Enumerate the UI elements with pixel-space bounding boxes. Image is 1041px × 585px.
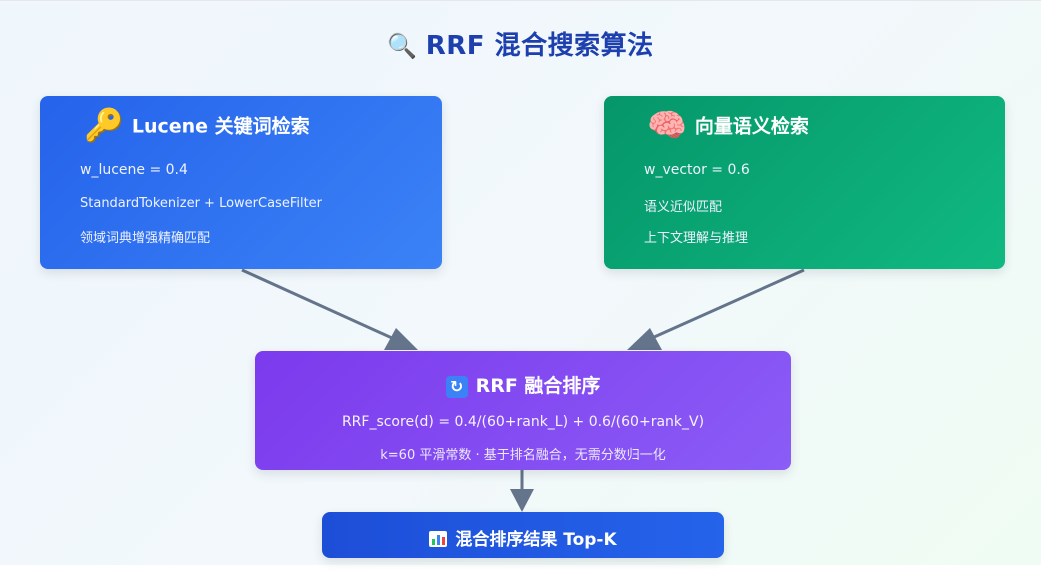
vector-semantic-box: 🧠 向量语义检索 w_vector = 0.6 语义近似匹配 上下文理解与推理: [604, 96, 1005, 269]
lucene-keyword-box: 🔑 Lucene 关键词检索 w_lucene = 0.4 StandardTok…: [40, 96, 442, 269]
arrow-vector-to-rrf: [627, 268, 805, 350]
rrf-box-header: ↻ RRF 融合排序: [255, 371, 791, 398]
vector-box-title: 向量语义检索: [694, 115, 809, 138]
vector-context: 上下文理解与推理: [644, 231, 749, 246]
rrf-note: k=60 平滑常数 · 基于排名融合，无需分数归一化: [380, 448, 666, 463]
flow-arrows: [241, 268, 805, 512]
vector-box-header: 🧠 向量语义检索: [647, 106, 809, 144]
bar-chart-icon: [429, 531, 448, 547]
magnifier-icon: 🔍: [387, 32, 418, 60]
brain-icon: 🧠: [647, 106, 687, 144]
arrow-rrf-to-result: [510, 470, 534, 512]
key-icon: 🔑: [84, 106, 124, 144]
lucene-box-title: Lucene 关键词检索: [131, 115, 310, 138]
refresh-icon: ↻: [445, 375, 468, 398]
result-header: 混合排序结果 Top-K: [322, 525, 724, 550]
lucene-dictionary: 领域词典增强精确匹配: [80, 231, 211, 246]
diagram-title: 🔍RRF 混合搜索算法: [0, 25, 1041, 62]
result-label: 混合排序结果 Top-K: [455, 530, 617, 550]
rrf-fusion-box: ↻ RRF 融合排序 RRF_score(d) = 0.4/(60+rank_L)…: [255, 351, 791, 470]
lucene-box-header: 🔑 Lucene 关键词检索: [84, 106, 310, 144]
rrf-box-title: RRF 融合排序: [475, 375, 601, 397]
lucene-weight: w_lucene = 0.4: [80, 162, 188, 178]
arrow-lucene-to-rrf: [241, 268, 418, 350]
vector-weight: w_vector = 0.6: [644, 162, 750, 178]
diagram-canvas: 🔍RRF 混合搜索算法 🔑 Lucene 关键词检索 w_lucene = 0.4…: [0, 0, 1041, 565]
diagram-title-text: RRF 混合搜索算法: [425, 31, 654, 61]
vector-semantic-match: 语义近似匹配: [644, 200, 723, 215]
result-box: 混合排序结果 Top-K: [322, 512, 724, 558]
rrf-formula: RRF_score(d) = 0.4/(60+rank_L) + 0.6/(60…: [341, 414, 705, 430]
lucene-tokenizer: StandardTokenizer + LowerCaseFilter: [80, 196, 323, 211]
